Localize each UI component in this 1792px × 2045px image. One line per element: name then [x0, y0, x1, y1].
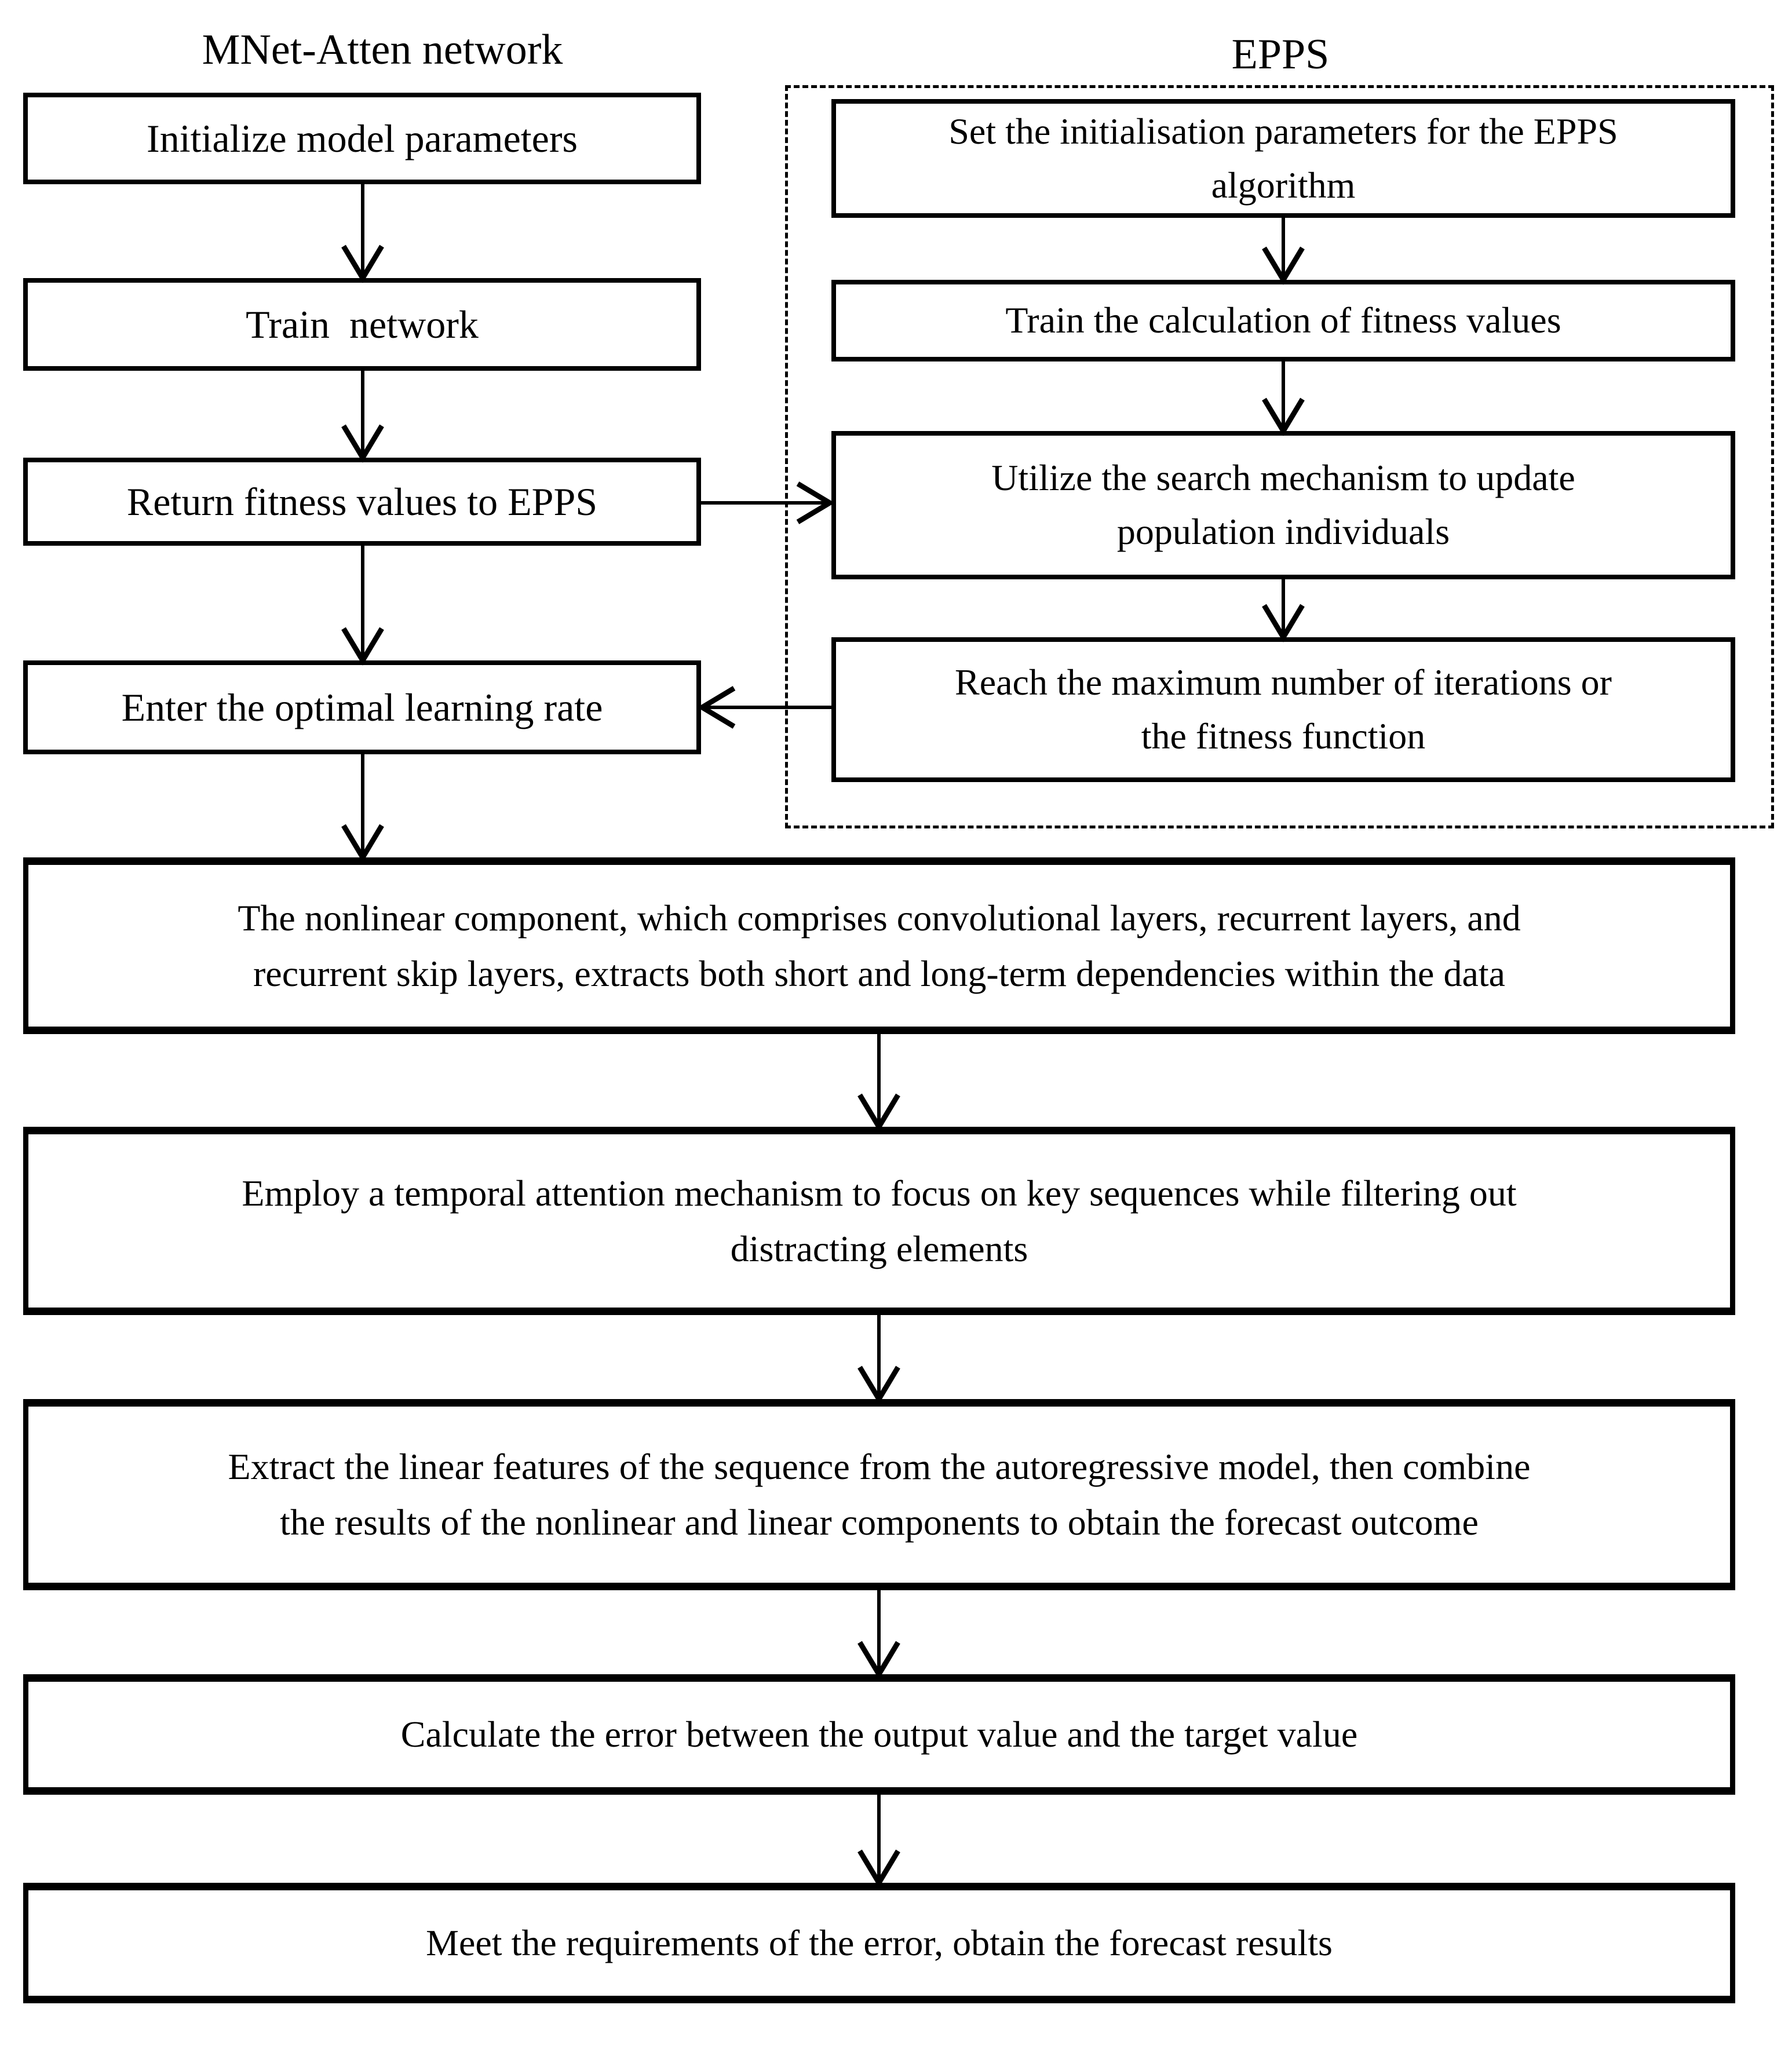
arrow-learning-rate-to-nonlinear: [341, 754, 384, 863]
step-extract-linear-features-combine: Extract the linear features of the seque…: [23, 1399, 1735, 1590]
step-calculate-error: Calculate the error between the output v…: [23, 1674, 1735, 1795]
step-temporal-attention-mechanism: Employ a temporal attention mechanism to…: [23, 1127, 1735, 1315]
arrow-nonlinear-to-attention: [857, 1034, 900, 1132]
arrow-return-fitness-to-search-mechanism: [701, 481, 835, 524]
step-set-epps-initialisation-parameters: Set the initialisation parameters for th…: [831, 99, 1735, 218]
epps-group-title: EPPS: [1231, 31, 1330, 78]
step-meet-error-requirements-results: Meet the requirements of the error, obta…: [23, 1883, 1735, 2003]
arrow-error-to-results: [857, 1795, 900, 1888]
step-return-fitness-values: Return fitness values to EPPS: [23, 458, 701, 546]
arrow-max-iterations-to-learning-rate: [697, 686, 834, 729]
arrow-search-to-max-iterations: [1262, 579, 1305, 642]
arrow-epps-init-to-fitness-calc: [1262, 218, 1305, 285]
step-train-network: Train network: [23, 278, 701, 371]
arrow-linear-features-to-error: [857, 1590, 900, 1679]
step-initialize-model-parameters: Initialize model parameters: [23, 93, 701, 184]
arrow-fitness-calc-to-search: [1262, 361, 1305, 436]
arrow-return-fitness-to-learning-rate: [341, 546, 384, 666]
step-train-fitness-calculation: Train the calculation of fitness values: [831, 280, 1735, 361]
arrow-attention-to-linear-features: [857, 1315, 900, 1404]
arrow-train-to-return-fitness: [341, 371, 384, 463]
epps-dashed-group-frame: [785, 85, 1774, 828]
arrow-initialize-to-train: [341, 184, 384, 283]
step-nonlinear-component-dependencies: The nonlinear component, which comprises…: [23, 857, 1735, 1034]
mnet-atten-column-title: MNet-Atten network: [202, 26, 563, 74]
step-reach-max-iterations-or-fitness: Reach the maximum number of iterations o…: [831, 637, 1735, 782]
